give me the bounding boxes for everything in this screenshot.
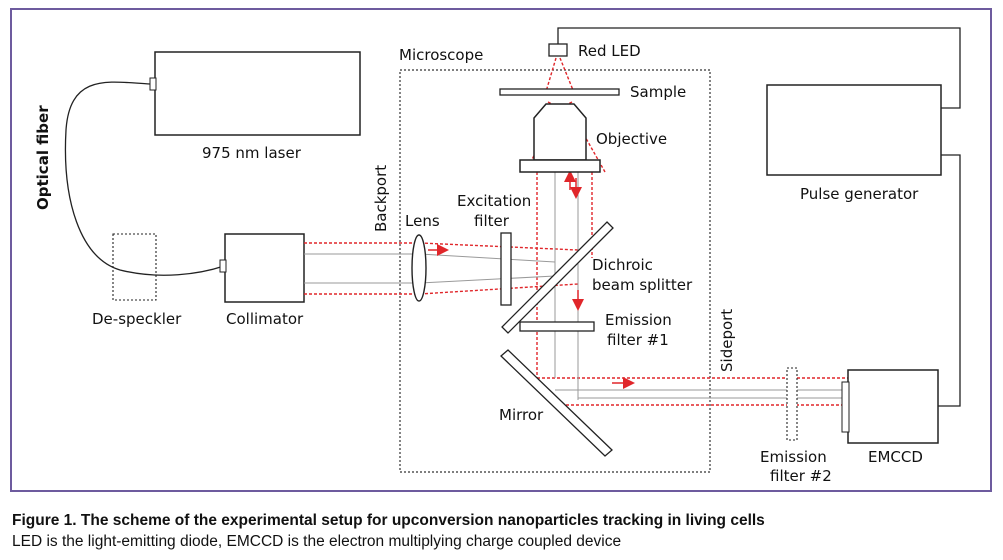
signal-cables (557, 27, 961, 407)
sample-slide (499, 88, 620, 96)
mirror-label: Mirror (499, 406, 544, 424)
beam-arrows (428, 170, 635, 389)
emission-filter-1 (519, 321, 595, 332)
emission-beam (304, 172, 848, 400)
emission-filter1-label-1: Emission (605, 311, 672, 329)
laser-box (154, 51, 361, 136)
lens-label: Lens (405, 212, 440, 230)
objective-base (519, 159, 601, 173)
setup-diagram: 975 nm laser Optical fiber De-speckler C… (34, 27, 961, 485)
red-led (548, 43, 568, 57)
collimator-port (219, 259, 227, 273)
figure-caption-title: Figure 1. The scheme of the experimental… (12, 512, 765, 529)
dichroic-label-1: Dichroic (592, 256, 653, 274)
microscope-label: Microscope (399, 46, 483, 64)
backport-label: Backport (372, 165, 390, 232)
emccd-box (847, 369, 939, 444)
collimator-box (224, 233, 305, 303)
excitation-filter-label-2: filter (474, 212, 510, 230)
laser-port (149, 77, 157, 91)
emccd-label: EMCCD (868, 448, 923, 466)
pulse-generator-box (766, 84, 942, 176)
optical-fiber (64, 81, 225, 276)
figure-caption-text: LED is the light-emitting diode, EMCCD i… (12, 533, 622, 550)
emission-filter-2 (786, 367, 798, 441)
excitation-filter-label-1: Excitation (457, 192, 531, 210)
despeckler-box (112, 233, 157, 301)
dichroic-label-2: beam splitter (592, 276, 693, 294)
pulse-generator-label: Pulse generator (800, 185, 919, 203)
emccd-port (841, 381, 850, 433)
despeckler-label: De-speckler (92, 310, 182, 328)
emission-filter2-label-1: Emission (760, 448, 827, 466)
emission-filter2-label-2: filter #2 (770, 467, 832, 485)
lens (411, 234, 427, 302)
objective (533, 103, 587, 161)
collimator-label: Collimator (226, 310, 304, 328)
laser-label: 975 nm laser (202, 144, 302, 162)
sideport-label: Sideport (718, 309, 736, 372)
dichroic-beam-splitter (501, 221, 614, 334)
objective-label: Objective (596, 130, 667, 148)
excitation-filter (500, 232, 512, 306)
mirror (500, 349, 613, 457)
optical-fiber-label: Optical fiber (34, 105, 52, 210)
red-led-label: Red LED (578, 42, 641, 60)
sample-label: Sample (630, 83, 686, 101)
emission-filter1-label-2: filter #1 (607, 331, 669, 349)
